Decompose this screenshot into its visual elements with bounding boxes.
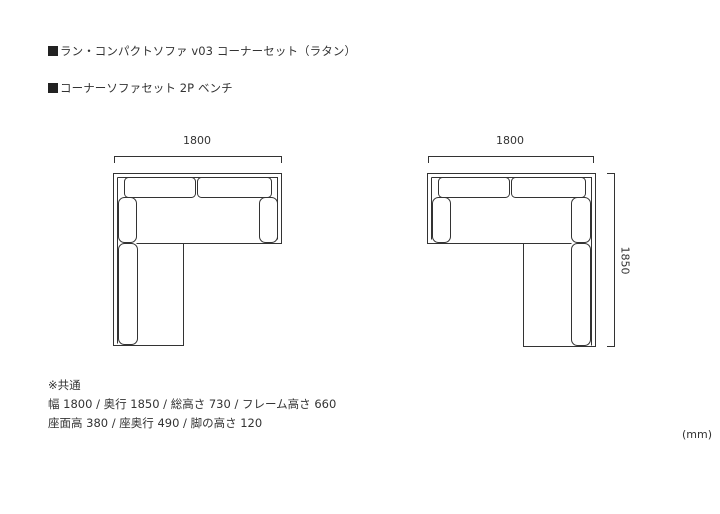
- frame-outline: [427, 173, 596, 347]
- spec-notes: ※共通 幅 1800 / 奥行 1850 / 総高さ 730 / フレーム高さ …: [48, 376, 336, 433]
- chaise-side-cushion: [118, 243, 138, 345]
- width-dimension-line: [428, 156, 594, 163]
- depth-dimension-line: [607, 173, 615, 347]
- set-title: コーナーソファセット 2P ベンチ: [48, 80, 233, 96]
- set-title-text: コーナーソファセット 2P ベンチ: [60, 81, 233, 95]
- product-title-text: ラン・コンパクトソファ v03 コーナーセット（ラタン）: [60, 44, 357, 58]
- left-width-label: 1800: [183, 134, 211, 147]
- right-arm-cushion: [259, 197, 278, 243]
- square-bullet-icon: [48, 83, 58, 93]
- right-width-label: 1800: [496, 134, 524, 147]
- left-arm-cushion: [432, 197, 451, 243]
- back-cushion-2: [511, 177, 586, 198]
- notes-line-2: 座面高 380 / 座奥行 490 / 脚の高さ 120: [48, 416, 263, 430]
- square-bullet-icon: [48, 46, 58, 56]
- back-cushion-1: [438, 177, 510, 198]
- product-title: ラン・コンパクトソファ v03 コーナーセット（ラタン）: [48, 43, 356, 59]
- notes-line-1: 幅 1800 / 奥行 1850 / 総高さ 730 / フレーム高さ 660: [48, 397, 337, 411]
- left-arm-cushion: [118, 197, 137, 243]
- notes-header: ※共通: [48, 378, 81, 392]
- unit-label: (mm): [682, 428, 713, 441]
- right-depth-label: 1850: [618, 246, 632, 275]
- back-cushion-1: [124, 177, 196, 198]
- right-arm-cushion: [571, 197, 591, 243]
- width-dimension-line: [114, 156, 282, 163]
- chaise-side-cushion: [571, 243, 591, 346]
- back-cushion-2: [197, 177, 272, 198]
